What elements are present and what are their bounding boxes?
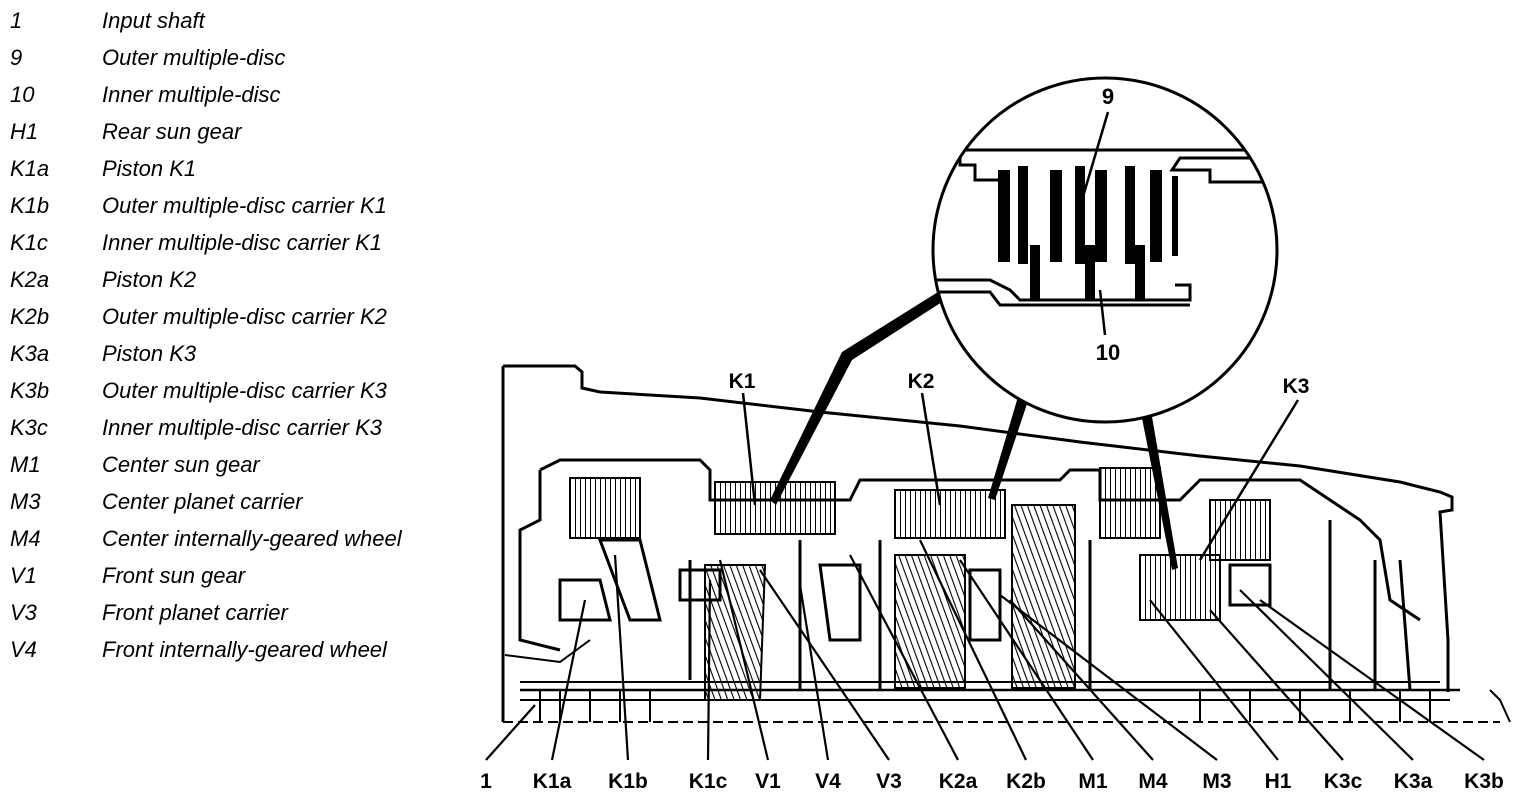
legend-description: Center internally-geared wheel <box>102 526 402 551</box>
legend-description: Front sun gear <box>102 563 246 588</box>
clutch-label-k3: K3 <box>1283 375 1310 398</box>
leader-line <box>550 599 587 761</box>
legend-code: K2b <box>10 304 50 329</box>
leader-line <box>759 569 890 761</box>
bottom-label: K3c <box>1324 770 1363 793</box>
clutch-callouts: K1 K2 K3 <box>729 370 1310 561</box>
bottom-label: K3b <box>1464 770 1504 793</box>
legend-code: V4 <box>10 637 37 662</box>
bottom-label: K3a <box>1394 770 1433 793</box>
bottom-label: H1 <box>1265 770 1292 793</box>
bottom-label: K1a <box>533 770 572 793</box>
bottom-label: V1 <box>755 770 781 793</box>
legend-description: Front internally-geared wheel <box>102 637 387 662</box>
zoom-detail: 9 10 <box>931 76 1279 424</box>
k2-disc-pack <box>894 489 1006 539</box>
legend-description: Piston K3 <box>102 341 197 366</box>
leader-line <box>959 559 1094 761</box>
bottom-label: V3 <box>876 770 902 793</box>
leader-line <box>798 584 830 761</box>
bottom-label: K1c <box>689 770 728 793</box>
legend-code: V3 <box>10 600 37 625</box>
zoom-wedges <box>770 292 1178 570</box>
legend-code: H1 <box>10 119 39 144</box>
legend-description: Center planet carrier <box>102 489 303 514</box>
legend-code: K1c <box>10 230 48 255</box>
clutch-label-k1: K1 <box>729 370 756 393</box>
legend-description: Outer multiple-disc carrier K1 <box>102 193 387 218</box>
leader-line <box>919 539 1027 761</box>
leader-line <box>1239 589 1414 761</box>
legend-code: M4 <box>10 526 41 551</box>
legend-description: Piston K1 <box>102 156 197 181</box>
legend-code: K3c <box>10 415 48 440</box>
legend-code: K3b <box>10 378 50 403</box>
bottom-label: V4 <box>815 770 841 793</box>
legend-description: Outer multiple-disc <box>102 45 286 70</box>
bottom-label: 1 <box>480 770 492 793</box>
legend-code: 9 <box>10 45 23 70</box>
bottom-label: K2a <box>939 770 978 793</box>
legend-code: K2a <box>10 267 50 292</box>
leader-line <box>1259 599 1485 761</box>
leader-line <box>485 704 536 761</box>
leader-line <box>849 554 959 761</box>
leader-line <box>706 579 712 761</box>
leader-line <box>718 559 770 761</box>
detail-label-outer-disc: 9 <box>1102 84 1114 109</box>
legend-code: K3a <box>10 341 50 366</box>
legend-code: 10 <box>10 82 35 107</box>
bottom-callout-labels: 1 K1a K1b K1c V1 V4 V3 K2a K2b M1 M4 M3 H1 K3c K3a K3b <box>480 770 1504 793</box>
leader-line <box>999 594 1218 761</box>
bottom-label: K2b <box>1006 770 1046 793</box>
legend-description: Inner multiple-disc carrier K1 <box>102 230 382 255</box>
planetary-gears <box>704 504 1076 701</box>
legend-description: Outer multiple-disc carrier K2 <box>102 304 387 329</box>
legend-description: Front planet carrier <box>102 600 288 625</box>
legend-code: K1b <box>10 193 50 218</box>
k1-disc-pack <box>558 477 836 622</box>
bottom-label: M3 <box>1202 770 1231 793</box>
legend-code: K1a <box>10 156 50 181</box>
legend-code: M3 <box>10 489 41 514</box>
legend-description: Center sun gear <box>102 452 260 477</box>
legend-description: Outer multiple-disc carrier K3 <box>102 378 387 403</box>
leader-line <box>1149 599 1279 761</box>
legend-code: V1 <box>10 563 37 588</box>
bottom-label: K1b <box>608 770 648 793</box>
leader-line <box>1209 609 1344 761</box>
housing-outline <box>501 364 1511 723</box>
legend-description: Inner multiple-disc carrier K3 <box>102 415 382 440</box>
bottom-leader-lines <box>485 539 1485 761</box>
bottom-label: M4 <box>1138 770 1167 793</box>
legend-description: Inner multiple-disc <box>102 82 281 107</box>
legend-code: 1 <box>10 8 23 33</box>
shaft-detail <box>504 639 1450 722</box>
legend-description: Rear sun gear <box>102 119 242 144</box>
bottom-label: M1 <box>1078 770 1107 793</box>
clutch-label-k2: K2 <box>908 370 935 393</box>
legend-code: M1 <box>10 452 41 477</box>
leader-line <box>1009 599 1154 761</box>
k3-disc-pack <box>1099 467 1272 621</box>
detail-label-inner-disc: 10 <box>1096 340 1120 365</box>
legend-description: Input shaft <box>102 8 205 33</box>
leader-line <box>613 554 630 761</box>
legend-description: Piston K2 <box>102 267 197 292</box>
